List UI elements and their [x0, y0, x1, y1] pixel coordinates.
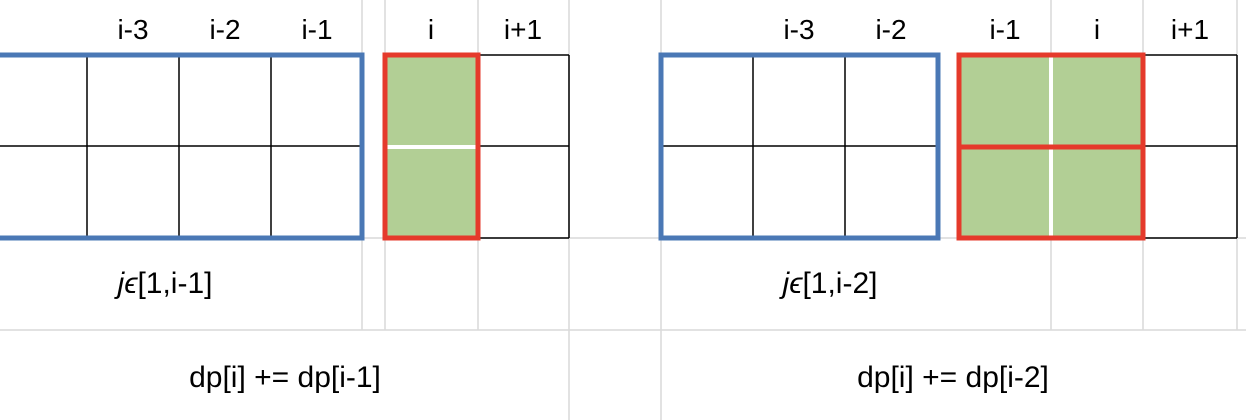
left-panel: i-3 i-2 i-1 i i+1 jϵ[1,i-1] dp[i] += dp[… — [0, 14, 570, 394]
column-label: i-3 — [117, 14, 148, 45]
range-label-op: ϵ — [789, 267, 803, 300]
column-label: i+1 — [504, 14, 542, 45]
column-label: i-2 — [209, 14, 240, 45]
range-label: jϵ[1,i-2] — [779, 267, 878, 300]
highlight-box — [382, 52, 481, 241]
range-box — [658, 52, 941, 241]
highlight-cell — [386, 148, 477, 238]
range-label-set: [1,i-1] — [137, 267, 212, 300]
range-label-set: [1,i-2] — [802, 267, 877, 300]
cell-grid — [661, 54, 1238, 239]
highlight-cell — [386, 55, 477, 146]
column-label: i+1 — [1171, 14, 1209, 45]
column-label: i — [428, 14, 434, 45]
column-label: i-1 — [301, 14, 332, 45]
range-box — [0, 52, 365, 241]
range-label-op: ϵ — [124, 267, 138, 300]
column-label: i-3 — [783, 14, 814, 45]
formula: dp[i] += dp[i-2] — [857, 361, 1049, 394]
cell-grid — [0, 54, 570, 239]
column-label: i-2 — [875, 14, 906, 45]
range-label: jϵ[1,i-1] — [114, 267, 213, 300]
column-label: i-1 — [989, 14, 1020, 45]
formula: dp[i] += dp[i-1] — [189, 361, 381, 394]
column-label: i — [1094, 14, 1100, 45]
right-panel: i-3 i-2 i-1 i i+1 jϵ[1,i-2] dp[i] += dp[… — [658, 14, 1238, 394]
